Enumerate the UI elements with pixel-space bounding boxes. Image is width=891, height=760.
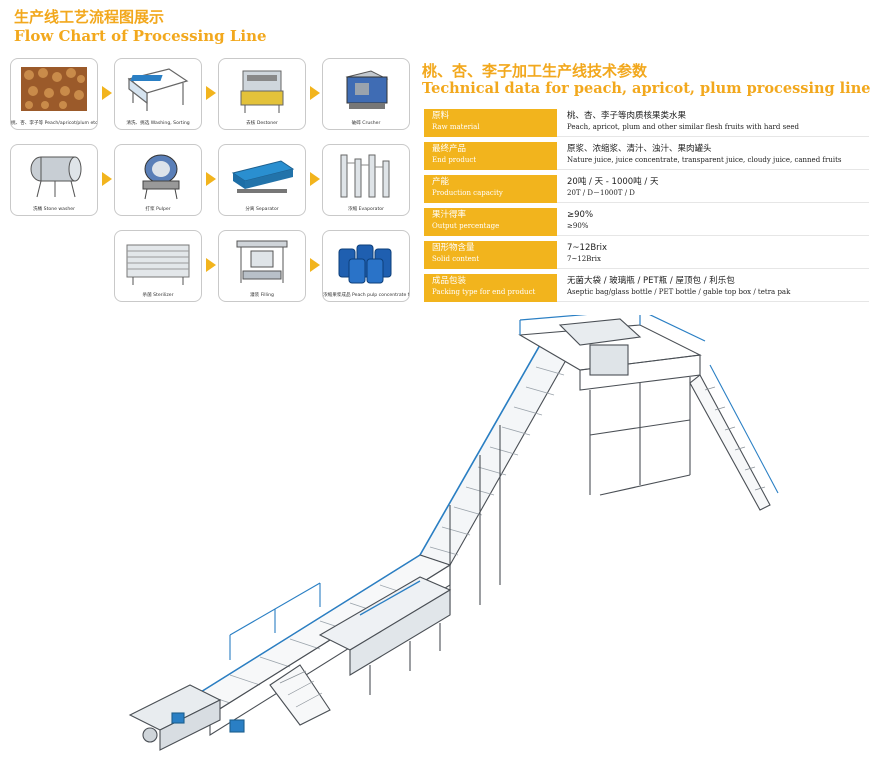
- key-en: Solid content: [432, 255, 480, 263]
- flow-step-label: 杀菌 Sterilizer: [142, 293, 174, 298]
- row-value: 桃、杏、李子等肉质核果类水果 Peach, apricot, plum and o…: [557, 109, 869, 137]
- table-row: 最终产品 End product 原浆、浓缩浆、清汁、浊汁、果肉罐头 Nature …: [424, 142, 869, 170]
- flow-step-label: 桃、杏、李子等 Peach/apricot/plum etc: [11, 121, 97, 126]
- key-cn: 果汁得率: [432, 210, 467, 220]
- value-en: Nature juice, juice concentrate, transpa…: [567, 156, 842, 164]
- arrow-right-icon: [310, 86, 320, 100]
- value-en: 7~12Brix: [567, 255, 601, 263]
- row-value: ≥90% ≥90%: [557, 208, 869, 236]
- key-en: End product: [432, 156, 477, 164]
- table-row: 固形物含量 Solid content 7~12Brix 7~12Brix: [424, 241, 869, 269]
- flow-step-label: 破碎 Crusher: [351, 121, 381, 126]
- arrow-right-icon: [102, 172, 112, 186]
- value-en: 20T / D－1000T / D: [567, 189, 635, 197]
- flow-step-label: 浓缩果浆成品 Peach pulp concentrate final prod…: [323, 293, 409, 298]
- flow-chart: 桃、杏、李子等 Peach/apricot/plum etc 清洗、挑选 Was…: [10, 58, 410, 303]
- table-row: 产能 Production capacity 20吨 / 天 - 1000吨 / …: [424, 175, 869, 203]
- flow-step-label: 灌装 Filling: [250, 293, 274, 298]
- value-en: Aseptic bag/glass bottle / PET bottle / …: [567, 288, 791, 296]
- flow-step-crusher: 破碎 Crusher: [322, 58, 410, 130]
- processing-line-drawing: [128, 315, 779, 751]
- flow-step-destoner: 去核 Destoner: [218, 58, 306, 130]
- arrow-right-icon: [310, 258, 320, 272]
- arrow-right-icon: [102, 86, 112, 100]
- flow-step-pulper: 打浆 Pulper: [114, 144, 202, 216]
- key-cn: 产能: [432, 177, 450, 187]
- value-en: Peach, apricot, plum and other similar f…: [567, 123, 799, 131]
- arrow-right-icon: [206, 86, 216, 100]
- value-cn: 桃、杏、李子等肉质核果类水果: [567, 111, 687, 121]
- flow-step-label: 分离 Separator: [245, 207, 279, 212]
- flow-step-sterilizer: 杀菌 Sterilizer: [114, 230, 202, 302]
- arrow-right-icon: [206, 172, 216, 186]
- flow-step-label: 打浆 Pulper: [145, 207, 171, 212]
- flow-step-filling: 灌装 Filling: [218, 230, 306, 302]
- flow-step-stone-washer: 洗桶 Stone washer: [10, 144, 98, 216]
- flow-step-label: 去核 Destoner: [246, 121, 278, 126]
- row-value: 20吨 / 天 - 1000吨 / 天 20T / D－1000T / D: [557, 175, 869, 203]
- row-value: 7~12Brix 7~12Brix: [557, 241, 869, 269]
- value-cn: 7~12Brix: [567, 243, 608, 253]
- tech-title-en: Technical data for peach, apricot, plum …: [422, 80, 871, 97]
- key-cn: 固形物含量: [432, 243, 475, 253]
- row-key: 成品包装 Packing type for end product: [424, 274, 557, 302]
- flow-step-final-product: 浓缩果浆成品 Peach pulp concentrate final prod…: [322, 230, 410, 302]
- key-cn: 原料: [432, 111, 450, 121]
- value-cn: 20吨 / 天 - 1000吨 / 天: [567, 177, 659, 187]
- key-en: Packing type for end product: [432, 288, 536, 296]
- value-en: ≥90%: [567, 222, 589, 230]
- key-en: Raw material: [432, 123, 480, 131]
- row-key: 固形物含量 Solid content: [424, 241, 557, 269]
- flow-step-separator: 分离 Separator: [218, 144, 306, 216]
- key-en: Output percentage: [432, 222, 500, 230]
- table-row: 果汁得率 Output percentage ≥90% ≥90%: [424, 208, 869, 236]
- flow-step-label: 浓缩 Evaporator: [347, 207, 384, 212]
- row-key: 原料 Raw material: [424, 109, 557, 137]
- key-cn: 最终产品: [432, 144, 467, 154]
- row-key: 最终产品 End product: [424, 142, 557, 170]
- row-value: 原浆、浓缩浆、清汁、浊汁、果肉罐头 Nature juice, juice con…: [557, 142, 869, 170]
- key-en: Production capacity: [432, 189, 503, 197]
- value-cn: 无菌大袋 / 玻璃瓶 / PET瓶 / 屋顶包 / 利乐包: [567, 276, 735, 286]
- row-value: 无菌大袋 / 玻璃瓶 / PET瓶 / 屋顶包 / 利乐包 Aseptic bag…: [557, 274, 869, 302]
- value-cn: 原浆、浓缩浆、清汁、浊汁、果肉罐头: [567, 144, 712, 154]
- arrow-right-icon: [206, 258, 216, 272]
- table-row: 成品包装 Packing type for end product 无菌大袋 / …: [424, 274, 869, 302]
- flow-step-washing: 清洗、挑选 Washing, Sorting: [114, 58, 202, 130]
- title-cn: 生产线工艺流程图展示: [14, 8, 165, 26]
- row-key: 产能 Production capacity: [424, 175, 557, 203]
- flow-step-label: 清洗、挑选 Washing, Sorting: [126, 121, 190, 126]
- row-key: 果汁得率 Output percentage: [424, 208, 557, 236]
- arrow-right-icon: [310, 172, 320, 186]
- tech-title-cn: 桃、杏、李子加工生产线技术参数: [422, 62, 648, 80]
- flow-step-label: 洗桶 Stone washer: [33, 207, 75, 212]
- key-cn: 成品包装: [432, 276, 467, 286]
- title-en: Flow Chart of Processing Line: [14, 27, 267, 45]
- table-row: 原料 Raw material 桃、杏、李子等肉质核果类水果 Peach, apri…: [424, 109, 869, 137]
- flow-step-raw-fruit: 桃、杏、李子等 Peach/apricot/plum etc: [10, 58, 98, 130]
- tech-table: 原料 Raw material 桃、杏、李子等肉质核果类水果 Peach, apri…: [424, 109, 869, 307]
- value-cn: ≥90%: [567, 210, 594, 220]
- flow-step-evaporator: 浓缩 Evaporator: [322, 144, 410, 216]
